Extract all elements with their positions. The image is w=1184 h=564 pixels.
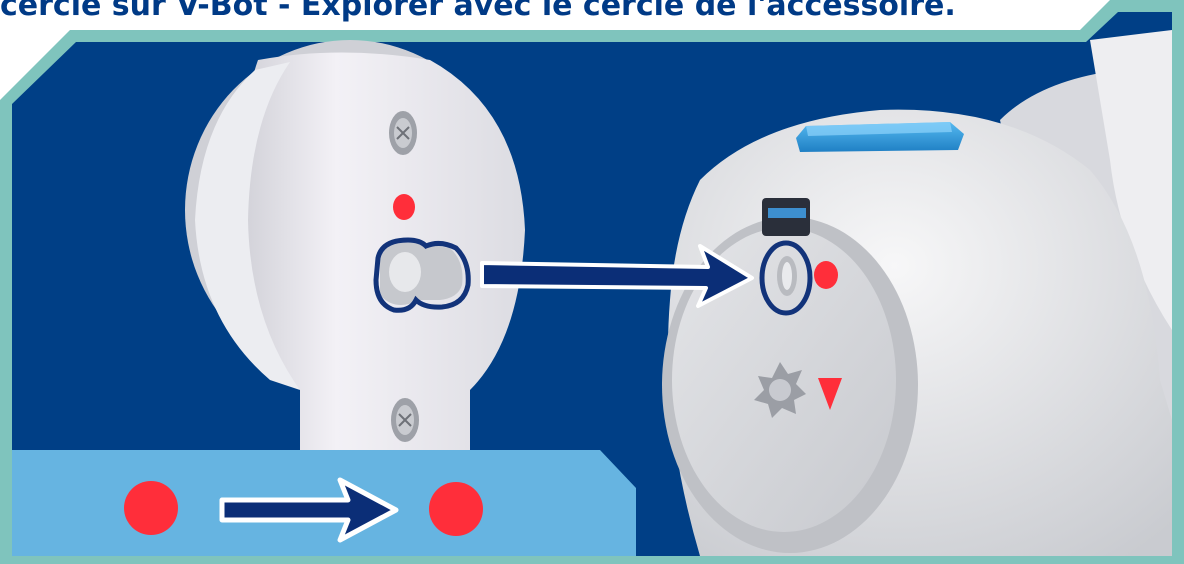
legend-red-dot-left: [124, 481, 178, 535]
legend-red-dot-right: [429, 482, 483, 536]
red-dot-marker-source: [393, 194, 415, 220]
v-bot-blue-button: [796, 122, 964, 152]
top-screw-icon: [389, 111, 417, 155]
bottom-screw-icon: [391, 398, 419, 442]
red-dot-marker-target: [814, 261, 838, 289]
